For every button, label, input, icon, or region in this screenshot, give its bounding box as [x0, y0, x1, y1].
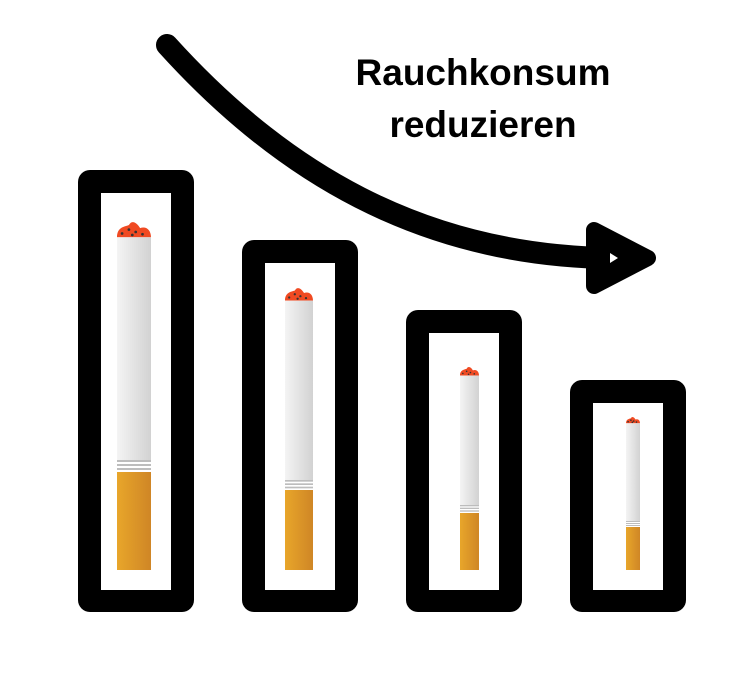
filter — [626, 527, 640, 570]
arrow-curve — [156, 34, 623, 269]
paper — [626, 423, 640, 521]
cigarette-icon — [460, 367, 479, 570]
filter — [117, 472, 151, 570]
trend-arrow — [156, 34, 656, 294]
paper — [117, 237, 151, 460]
cigarette-icon — [626, 417, 640, 570]
filter — [285, 490, 313, 570]
filter — [460, 513, 479, 570]
title-line-1: Rauchkonsum — [355, 52, 611, 93]
bar-2 — [242, 240, 358, 612]
bar-4 — [570, 380, 686, 612]
paper — [285, 300, 313, 480]
bar-1 — [78, 170, 194, 612]
cigarette-icon — [285, 288, 313, 570]
bar-3 — [406, 310, 522, 612]
title-line-2: reduzieren — [389, 104, 577, 145]
paper — [460, 375, 479, 505]
arrow-head — [586, 222, 656, 294]
cigarette-icon — [117, 222, 151, 570]
